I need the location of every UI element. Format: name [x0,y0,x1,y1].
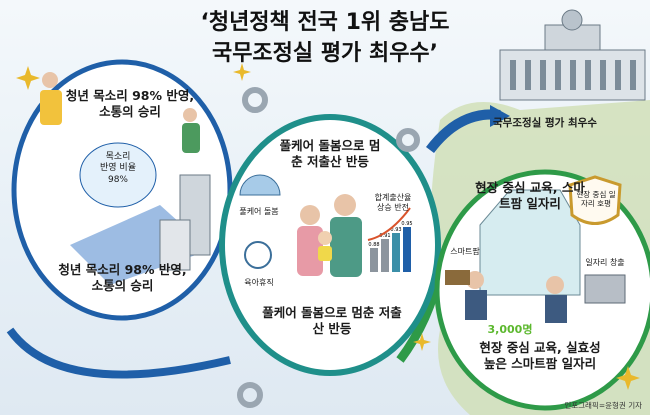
flow-arrow-blue [6,327,231,379]
chart-value-label: 0.88 [368,242,379,248]
family-illustration [297,194,362,277]
bubble-line-1: 목소리 [105,152,131,162]
badge-shield-icon [568,175,622,225]
chart-value-label: 0.93 [390,227,401,233]
chart-bar [392,233,400,272]
dome-icon [239,174,281,196]
smartfarm-label: 스마트팜 [450,247,480,256]
sparkle-icon [16,63,640,390]
chart-value-label: 0.91 [379,233,390,239]
top-right-label: 국무조정실 평가 최우수 [493,117,597,130]
label-a: 국무조정실 평가 [493,117,565,129]
title-line-2: 국무조정실 평가 최우수’ [211,40,439,66]
badge-text: 현장 중심 일자리 호평 [576,190,616,209]
chart-title: 합계출산율 상승 반전 [374,193,412,212]
chart-bar [370,248,378,272]
government-building-icon [499,9,646,101]
speech-bubble [79,142,157,208]
fullcare-label: 풀케어 돌봄 [239,207,279,216]
title-line-1: ‘청년정책 전국 1위 충남도 [200,10,450,35]
right-footer-line-1: 현장 중심 교육, 실효성 [479,340,601,355]
chart-value-label: 0.95 [401,221,412,227]
chart-bar [381,239,389,272]
left-heading: 청년 목소리 98% 반영, 소통의 승리 [65,88,195,119]
left-footer: 청년 목소리 98% 반영, 소통의 승리 [58,262,187,293]
middle-footer: 풀케어 돌봄으로 멈춘 저출산 반등 [262,305,402,336]
trend-arrow-icon [367,207,411,241]
right-heading: 현장 중심 교육, 스마트팜 일자리 [475,180,585,211]
bubble-line-2: 반영 비율 [100,163,136,174]
jobs-count: 3,000명 [487,323,533,336]
credit: 인포그래픽=윤형권 기자 [564,401,642,410]
bubble-line-3: 98% [107,174,128,185]
building-icon [159,174,211,271]
parental-leave-label: 육아휴직 [244,278,274,287]
people-illustration [40,72,200,153]
label-b: 최우수 [567,117,597,129]
gear-icon [237,87,420,408]
bar-chart: 0.880.910.930.95 [368,221,413,272]
right-footer-line-2: 높은 스마트팜 일자리 [483,355,597,371]
jobs-label: 일자리 창출 [585,258,625,267]
clock-icon [244,241,272,269]
greenhouse-illustration [445,189,626,323]
chart-bar [403,227,411,272]
middle-heading: 풀케어 돌봄으로 멈춘 저출산 반등 [279,138,381,169]
